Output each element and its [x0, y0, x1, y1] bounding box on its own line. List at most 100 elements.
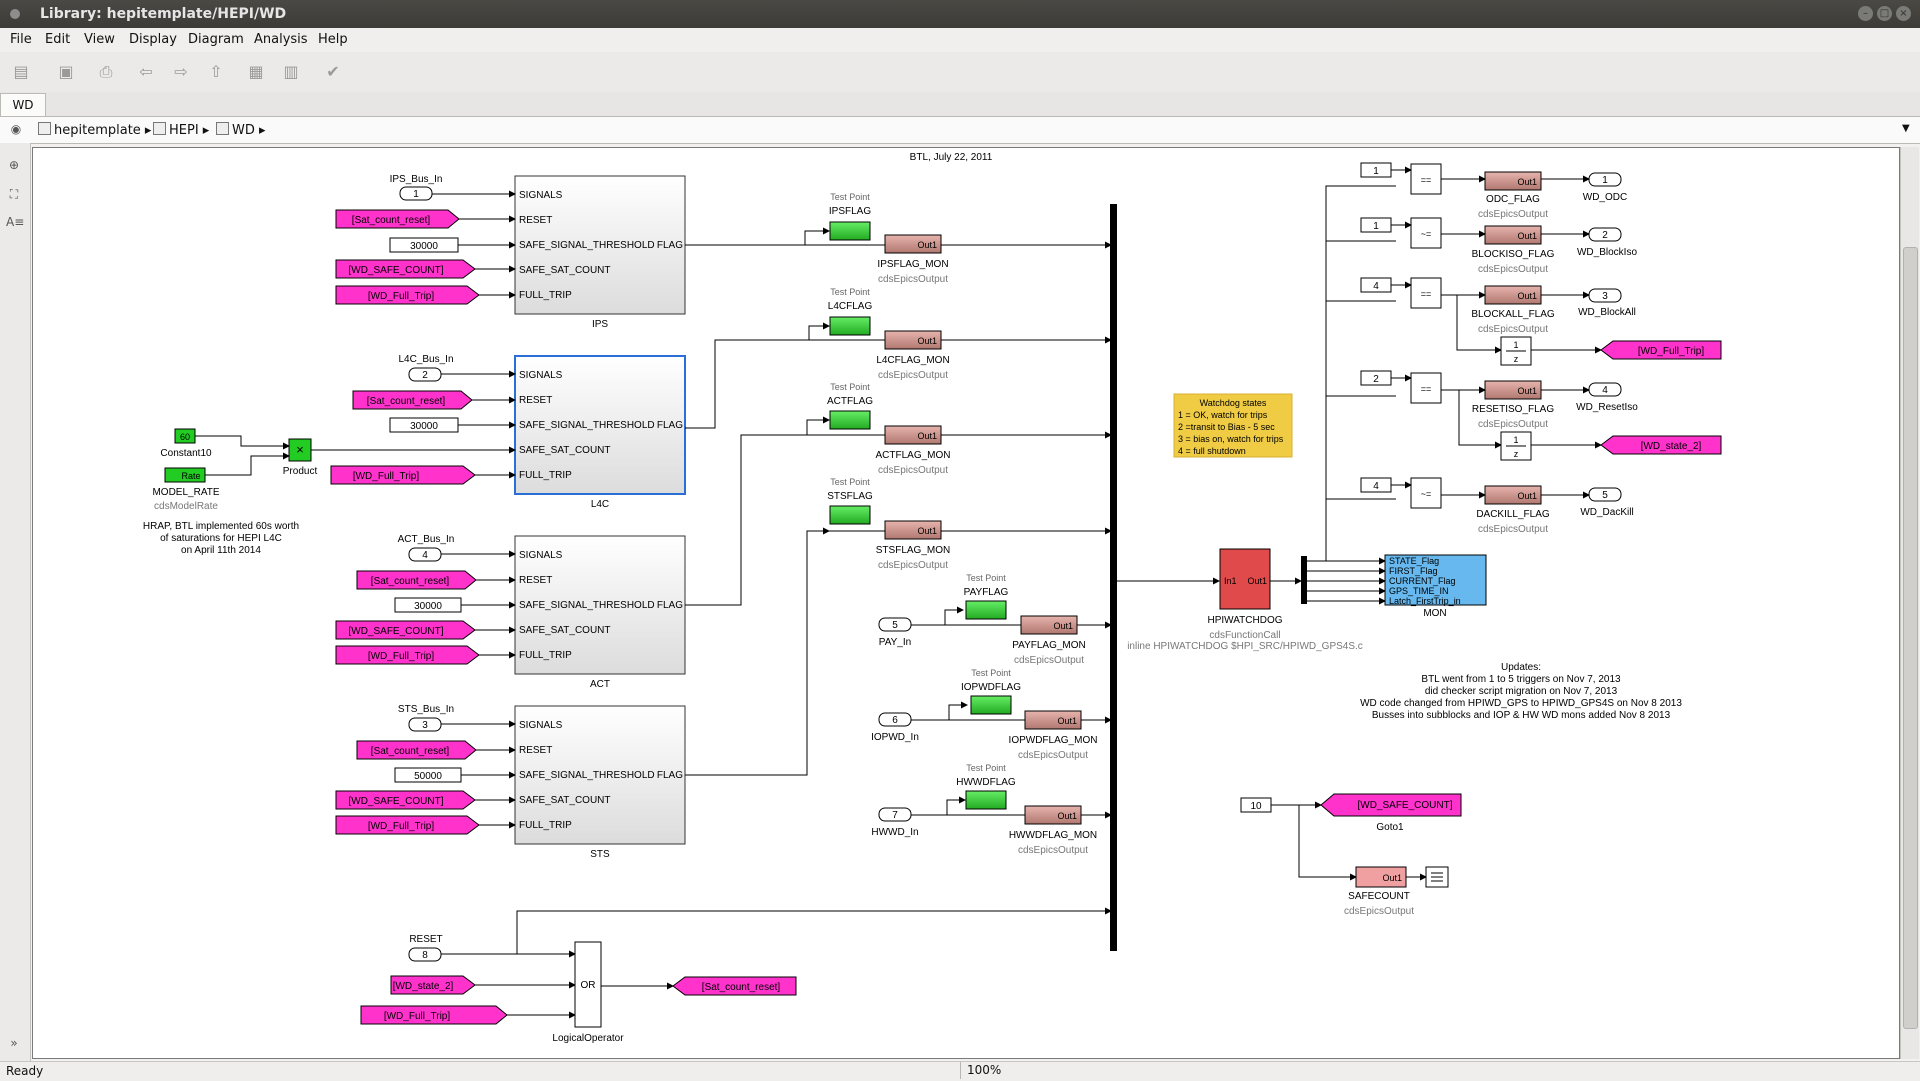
breadcrumb-item-hepi[interactable]: HEPI ▸: [153, 122, 209, 138]
testpoint-ips[interactable]: Test Point IPSFLAG: [829, 192, 871, 241]
menu-help[interactable]: Help: [318, 32, 348, 47]
from-block[interactable]: [335, 259, 476, 279]
menu-file[interactable]: File: [10, 32, 32, 47]
explorer-toggle-icon[interactable]: ◉: [10, 122, 22, 136]
goto-name: Goto1: [1376, 822, 1404, 833]
vertical-scrollbar[interactable]: [1900, 147, 1919, 1059]
compare-row-blockall[interactable]: 4 == Out1 BLOCKALL_FLAG cdsEpicsOutput 3…: [1360, 277, 1636, 335]
compare-row-resetiso[interactable]: 2 == Out1 RESETISO_FLAG cdsEpicsOutput 4…: [1360, 370, 1638, 430]
subsystem-ips[interactable]: SIGNALS RESET SAFE_SIGNAL_THRESHOLD SAFE…: [514, 175, 686, 330]
epics-output-payflag[interactable]: Out1 PAYFLAG_MON cdsEpicsOutput: [1012, 615, 1086, 666]
testpoint-sts[interactable]: Test Point STSFLAG: [827, 477, 873, 525]
unit-delay-1[interactable]: 1 z: [1500, 336, 1532, 366]
from-block[interactable]: [335, 209, 460, 229]
breadcrumb-item-hepitemplate[interactable]: hepitemplate ▸: [38, 122, 151, 138]
epics-output-l4cflag[interactable]: Out1 L4CFLAG_MON cdsEpicsOutput: [876, 330, 950, 381]
mon-bus-block[interactable]: STATE_Flag FIRST_Flag CURRENT_Flag GPS_T…: [1384, 554, 1487, 619]
goto-block[interactable]: [1600, 435, 1722, 455]
subsystem-sts[interactable]: SIGNALS RESET SAFE_SIGNAL_THRESHOLD SAFE…: [514, 705, 686, 860]
from-block[interactable]: [330, 465, 476, 485]
annotation-icon[interactable]: A≡: [6, 215, 25, 229]
title-bar: Library: hepitemplate/HEPI/WD – □ ×: [0, 0, 1920, 28]
compare-row-odc[interactable]: 1 == Out1 ODC_FLAG cdsEpicsOutput 1 WD_O…: [1360, 162, 1627, 220]
forward-icon[interactable]: ⇨: [174, 62, 188, 81]
new-model-icon[interactable]: ▤: [13, 62, 29, 81]
testpoint-act[interactable]: Test Point ACTFLAG: [827, 382, 873, 430]
inport-number: 8: [422, 950, 428, 961]
from-block[interactable]: [360, 1005, 508, 1025]
chevron-down-icon[interactable]: ▼: [1902, 123, 1910, 134]
compare-row-blockiso[interactable]: 1 ~= Out1 BLOCKISO_FLAG cdsEpicsOutput 2…: [1360, 217, 1637, 275]
testpoint-iopwd[interactable]: Test Point IOPWDFLAG: [961, 668, 1021, 715]
delay-den: z: [1514, 449, 1519, 459]
mux-bar[interactable]: [1110, 204, 1117, 951]
bus-signal: GPS_TIME_IN: [1389, 586, 1449, 596]
logical-operator-block[interactable]: OR LogicalOperator: [552, 941, 624, 1044]
toolbar: ▤ ▣ ⎙ ⇦ ⇨ ⇧ ▦ ▥ ✔: [0, 52, 1920, 93]
scrollbar-thumb[interactable]: [1903, 247, 1918, 1029]
diagram-canvas[interactable]: BTL, July 22, 2011 SIGNALS RESET SAFE_SI…: [32, 147, 1900, 1059]
zoom-icon[interactable]: ⊕: [8, 158, 20, 172]
tab-wd[interactable]: WD: [0, 93, 46, 116]
from-block[interactable]: [335, 790, 476, 810]
goto-block[interactable]: [1320, 793, 1462, 817]
from-block[interactable]: [335, 620, 476, 640]
menu-diagram[interactable]: Diagram: [188, 32, 244, 47]
menu-display[interactable]: Display: [129, 32, 177, 47]
flag-name: ODC_FLAG: [1486, 194, 1540, 205]
from-block[interactable]: [335, 645, 480, 665]
epics-output-stsflag[interactable]: Out1 STSFLAG_MON cdsEpicsOutput: [876, 520, 950, 571]
maximize-icon[interactable]: □: [1877, 6, 1892, 21]
outport-name: WD_ResetIso: [1576, 402, 1638, 413]
save-icon[interactable]: ▣: [58, 62, 74, 81]
from-block[interactable]: [352, 390, 473, 410]
flag-name: BLOCKALL_FLAG: [1471, 309, 1555, 320]
model-browser-icon[interactable]: ▦: [248, 62, 264, 81]
from-tag: [Sat_count_reset]: [371, 746, 450, 757]
close-icon[interactable]: ×: [1896, 6, 1911, 21]
testpoint-pay[interactable]: Test Point PAYFLAG: [964, 573, 1009, 620]
from-block[interactable]: [335, 285, 480, 305]
block-name: STS: [590, 849, 610, 860]
menu-view[interactable]: View: [84, 32, 115, 47]
breadcrumb-item-wd[interactable]: WD ▸: [216, 122, 266, 138]
back-icon[interactable]: ⇦: [139, 62, 153, 81]
testpoint-l4c[interactable]: Test Point L4CFLAG: [828, 287, 873, 336]
demux-bar[interactable]: [1301, 556, 1307, 604]
print-icon[interactable]: ⎙: [99, 62, 113, 81]
epics-lib: cdsEpicsOutput: [1018, 845, 1088, 856]
epics-output-iopwdflag[interactable]: Out1 IOPWDFLAG_MON cdsEpicsOutput: [1009, 710, 1098, 761]
goto-block[interactable]: [1600, 340, 1722, 360]
hpiwatchdog-block[interactable]: In1 Out1 HPIWATCHDOG cdsFunctionCall inl…: [1127, 548, 1363, 652]
up-icon[interactable]: ⇧: [209, 62, 223, 81]
epics-output-hwwdflag[interactable]: Out1 HWWDFLAG_MON cdsEpicsOutput: [1009, 805, 1097, 856]
inport-number: 2: [422, 370, 428, 381]
from-block[interactable]: [335, 815, 480, 835]
safecount-epics-block[interactable]: Out1 SAFECOUNT cdsEpicsOutput: [1344, 866, 1414, 917]
epics-output-actflag[interactable]: Out1 ACTFLAG_MON cdsEpicsOutput: [875, 425, 951, 476]
port-label: SAFE_SIGNAL_THRESHOLD: [519, 600, 655, 611]
epics-output-ipsflag[interactable]: Out1 IPSFLAG_MON cdsEpicsOutput: [877, 234, 949, 285]
testpoint-caption: Test Point: [966, 573, 1006, 583]
fit-view-icon[interactable]: ⛶: [9, 187, 19, 201]
compare-row-dackill[interactable]: 4 ~= Out1 DACKILL_FLAG cdsEpicsOutput 5 …: [1360, 477, 1634, 535]
app-menu-icon[interactable]: [10, 9, 20, 19]
subsystem-l4c[interactable]: SIGNALS RESET SAFE_SIGNAL_THRESHOLD SAFE…: [514, 355, 686, 510]
check-model-icon[interactable]: ✔: [326, 62, 340, 81]
from-block[interactable]: [390, 975, 476, 995]
inport-number: 3: [422, 720, 428, 731]
unit-delay-2[interactable]: 1 z: [1500, 431, 1532, 461]
subsystem-act[interactable]: SIGNALS RESET SAFE_SIGNAL_THRESHOLD SAFE…: [514, 535, 686, 690]
from-block[interactable]: [356, 740, 477, 760]
menu-edit[interactable]: Edit: [45, 32, 71, 47]
testpoint-hwwd[interactable]: Test Point HWWDFLAG: [956, 763, 1016, 810]
from-block[interactable]: [356, 570, 477, 590]
inport-number: 4: [422, 550, 428, 561]
menu-analysis[interactable]: Analysis: [254, 32, 308, 47]
minimize-icon[interactable]: –: [1858, 6, 1873, 21]
expand-icon[interactable]: »: [10, 1036, 18, 1050]
product-name: Product: [283, 466, 318, 477]
library-browser-icon[interactable]: ▥: [283, 62, 299, 81]
goto-block[interactable]: [672, 976, 797, 996]
port-label: SAFE_SAT_COUNT: [519, 265, 611, 276]
